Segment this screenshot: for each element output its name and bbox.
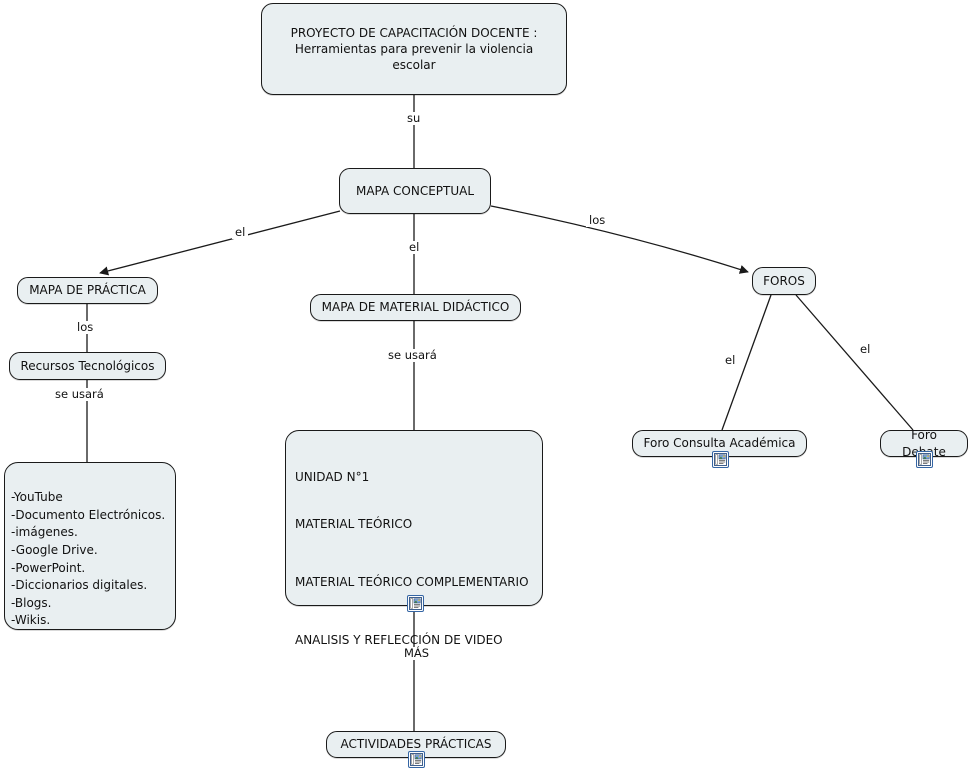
resource-document-icon[interactable]: [407, 595, 424, 612]
node-mapa-conceptual-label: MAPA CONCEPTUAL: [355, 183, 475, 198]
node-mapa-practica[interactable]: MAPA DE PRÁCTICA: [17, 277, 158, 304]
edge-label-el-centro: el: [406, 241, 423, 254]
node-foros-label: FOROS: [763, 273, 805, 288]
edge-label-se-usara-izquierda: se usará: [52, 388, 107, 401]
node-proyecto-label: PROYECTO DE CAPACITACIÓN DOCENTE : Herra…: [290, 25, 538, 73]
node-recursos-lista[interactable]: -YouTube -Documento Electrónicos. -imáge…: [4, 462, 176, 630]
node-recursos-tecnologicos[interactable]: Recursos Tecnológicos: [9, 352, 166, 380]
unidad-line-2: MATERIAL TEÓRICO: [295, 516, 413, 531]
unidad-line-4: ANALISIS Y REFLECCIÓN DE VIDEO: [295, 633, 503, 648]
node-unidad-1[interactable]: UNIDAD N°1 MATERIAL TEÓRICO MATERIAL TEÓ…: [285, 430, 543, 647]
edge-label-los-derecha: los: [586, 214, 609, 227]
node-foros[interactable]: FOROS: [752, 267, 816, 295]
resource-document-icon[interactable]: [408, 751, 425, 768]
resource-document-icon[interactable]: [712, 451, 729, 468]
edge-label-mas: MÁS: [401, 647, 433, 660]
edge-label-se-usara-centro: se usará: [385, 349, 440, 362]
edge-label-el-foro-debate: el: [857, 343, 874, 356]
node-mapa-practica-label: MAPA DE PRÁCTICA: [29, 283, 146, 298]
node-recursos-lista-label: -YouTube -Documento Electrónicos. -imáge…: [11, 490, 166, 628]
edge-foros-forodebate: [795, 294, 914, 431]
node-actividades-practicas-label: ACTIVIDADES PRÁCTICAS: [340, 737, 492, 752]
edge-label-el-foro-consulta: el: [722, 354, 739, 367]
node-mapa-material-didactico-label: MAPA DE MATERIAL DIDÁCTICO: [321, 300, 510, 315]
resource-document-icon[interactable]: [916, 451, 933, 468]
unidad-line-3: MATERIAL TEÓRICO COMPLEMENTARIO: [295, 574, 529, 589]
edge-mapaconceptual-foros: [490, 205, 749, 274]
edge-label-su: su: [404, 112, 424, 125]
node-mapa-conceptual[interactable]: MAPA CONCEPTUAL: [339, 168, 491, 214]
node-foro-consulta-academica-label: Foro Consulta Académica: [643, 436, 796, 451]
edge-label-el-izquierda: el: [232, 226, 249, 239]
node-unidad-1-label: UNIDAD N°1 MATERIAL TEÓRICO MATERIAL TEÓ…: [295, 453, 529, 665]
node-mapa-material-didactico[interactable]: MAPA DE MATERIAL DIDÁCTICO: [310, 294, 521, 321]
unidad-line-1: UNIDAD N°1: [295, 470, 370, 485]
node-proyecto-capacitacion-docente[interactable]: PROYECTO DE CAPACITACIÓN DOCENTE : Herra…: [261, 3, 567, 95]
edge-label-los-recursos: los: [74, 321, 97, 334]
node-recursos-tecnologicos-label: Recursos Tecnológicos: [20, 358, 155, 373]
edge-mapaconceptual-mapapractica: [99, 210, 341, 276]
